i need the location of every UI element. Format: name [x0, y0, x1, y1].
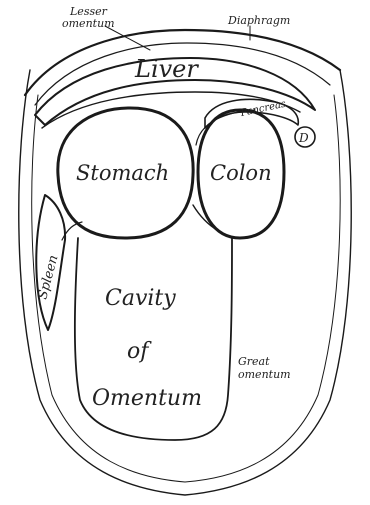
body-wall-inner	[32, 95, 340, 482]
lesser-omentum-label-2: omentum	[62, 17, 115, 30]
cavity-label-1: Cavity	[105, 286, 176, 311]
cavity-label-3: Omentum	[92, 386, 202, 411]
cavity-label-2: of	[127, 339, 152, 364]
great-omentum-junction	[193, 205, 240, 238]
great-omentum-label-1: Great	[238, 355, 270, 368]
stomach-label: Stomach	[76, 161, 169, 185]
spleen-label: Spleen	[35, 254, 61, 301]
great-omentum-label-2: omentum	[238, 368, 291, 381]
diaphragm-label: Diaphragm	[227, 14, 290, 27]
liver-label: Liver	[134, 55, 199, 83]
duodenum-label: D	[298, 131, 309, 145]
colon-label: Colon	[210, 161, 272, 185]
